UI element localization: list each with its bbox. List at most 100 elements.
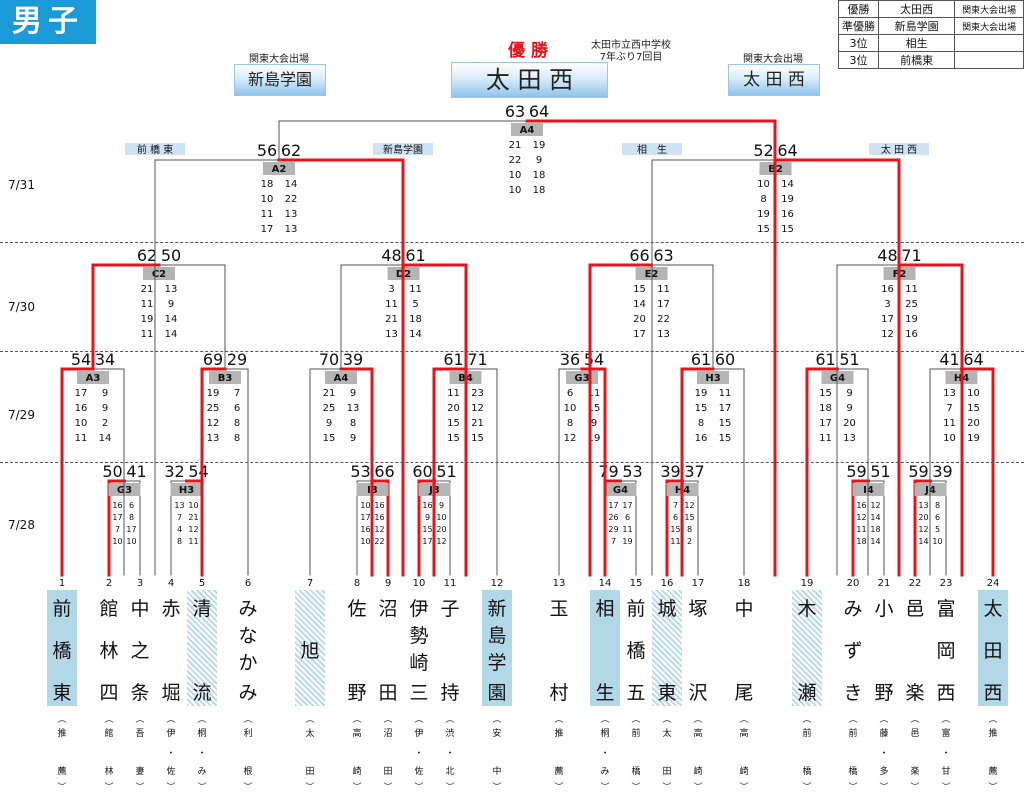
quarter-score: 8	[177, 537, 182, 546]
team-district-char: ︵	[104, 715, 114, 725]
quarter-score: 6	[234, 403, 240, 414]
quarter-score: 29	[608, 525, 618, 534]
quarter-score: 15	[819, 388, 832, 399]
match-id-box	[604, 483, 637, 496]
team-district-char: 林	[104, 767, 114, 777]
team-name-char: 佐	[347, 598, 367, 620]
team-district-char: ︵	[414, 715, 424, 725]
match-score-right: 64	[777, 141, 797, 160]
match-id: A2	[272, 164, 287, 175]
team-district-char: 吾	[135, 729, 145, 739]
match-score-left: 61	[691, 350, 711, 369]
quarter-score: 20	[843, 418, 856, 429]
match-score-right: 60	[715, 350, 735, 369]
team-name-char: 田	[983, 640, 1003, 662]
team-name-char: 持	[440, 682, 460, 704]
quarter-score: 21	[471, 418, 484, 429]
match-id: B3	[218, 373, 233, 384]
team-district-char: 富	[941, 729, 951, 739]
team-district-char: ︵	[662, 715, 672, 725]
quarter-score: 9	[846, 388, 852, 399]
team-district-char: 北	[445, 767, 455, 777]
quarter-score: 3	[884, 299, 890, 310]
team-name-char: 条	[130, 682, 150, 704]
quarter-score: 19	[533, 140, 546, 151]
match-score-right: 61	[405, 246, 425, 265]
team-name-char: 崎	[409, 652, 429, 674]
team-name-char: 木	[797, 598, 817, 620]
result-qual: 関東大会出場	[954, 0, 1024, 18]
result-qual	[954, 34, 1024, 52]
match-id: G3	[574, 373, 589, 384]
team-number: 15	[629, 578, 643, 589]
team-district-char: ︵	[631, 715, 641, 725]
team-district-char: ︶	[57, 783, 67, 793]
team-number: 16	[660, 578, 674, 589]
team-district-char: ・	[166, 749, 176, 759]
team-name: 塚沢	[683, 590, 713, 706]
team-number: 23	[939, 578, 953, 589]
right-qual-box: 太 田 西	[728, 64, 820, 96]
match-id-box	[209, 371, 241, 384]
quarter-score: 21	[141, 284, 154, 295]
match-score-left: 66	[629, 246, 649, 265]
team-district-char: 薦	[988, 767, 998, 777]
team-name-char: 清	[192, 598, 212, 620]
quarter-score: 9	[350, 388, 356, 399]
team-number: 19	[800, 578, 814, 589]
branch-label-box	[125, 143, 185, 155]
team-district-char: ︵	[492, 715, 502, 725]
quarter-score: 18	[533, 185, 546, 196]
quarter-score: 16	[695, 433, 708, 444]
quarter-score: 10	[967, 388, 980, 399]
champion-note-1: 太田市立西中学校	[591, 40, 671, 51]
quarter-score: 15	[447, 433, 460, 444]
team-district-char: 推	[988, 729, 998, 739]
result-place: 準優勝	[838, 17, 879, 35]
quarter-score: 18	[533, 170, 546, 181]
date-label: 7/29	[8, 408, 35, 422]
team-district-char: ︶	[305, 783, 315, 793]
match-score-left: 39	[660, 462, 680, 481]
team-name-char: 生	[595, 682, 615, 704]
quarter-score: 20	[447, 403, 460, 414]
team-district-char: 前	[631, 729, 641, 739]
match-score-left: 63	[505, 102, 525, 121]
team-name-char: 堀	[161, 682, 181, 704]
team-district-char: 橋	[848, 767, 858, 777]
quarter-score: 13	[285, 224, 298, 235]
team-number: 14	[598, 578, 612, 589]
team-name-char: 子	[440, 598, 460, 620]
quarter-score: 26	[608, 513, 618, 522]
team-district-char: ︶	[414, 783, 424, 793]
branch-label-box	[373, 143, 433, 155]
quarter-score: 15	[719, 418, 732, 429]
team-name-char: 中	[734, 598, 754, 620]
round-separator	[0, 242, 1024, 243]
quarter-score: 8	[350, 418, 356, 429]
match-score-left: 52	[753, 141, 773, 160]
match-id-box	[697, 371, 729, 384]
quarter-score: 19	[967, 433, 980, 444]
match-score-left: 70	[319, 350, 339, 369]
quarter-score: 15	[967, 403, 980, 414]
team-district-char: 橋	[631, 767, 641, 777]
team-district-char: ︶	[848, 783, 858, 793]
quarter-score: 21	[385, 314, 398, 325]
quarter-score: 17	[112, 513, 122, 522]
quarter-score: 11	[943, 418, 956, 429]
team-district-char: ︵	[910, 715, 920, 725]
match-id: A3	[86, 373, 101, 384]
quarter-score: 9	[102, 388, 108, 399]
quarter-score: 11	[141, 329, 154, 340]
match-score-left: 48	[381, 246, 401, 265]
team-name-char: 島	[487, 625, 507, 647]
team-district-char: ︶	[910, 783, 920, 793]
quarter-score: 17	[622, 501, 632, 510]
result-row: 優勝 太田西 関東大会出場	[838, 0, 1024, 18]
result-row: 3位 前橋東	[838, 51, 1024, 69]
team-name-char: 流	[192, 682, 212, 704]
quarter-score: 14	[870, 537, 880, 546]
quarter-score: 10	[112, 537, 122, 546]
match-score-left: 79	[598, 462, 618, 481]
